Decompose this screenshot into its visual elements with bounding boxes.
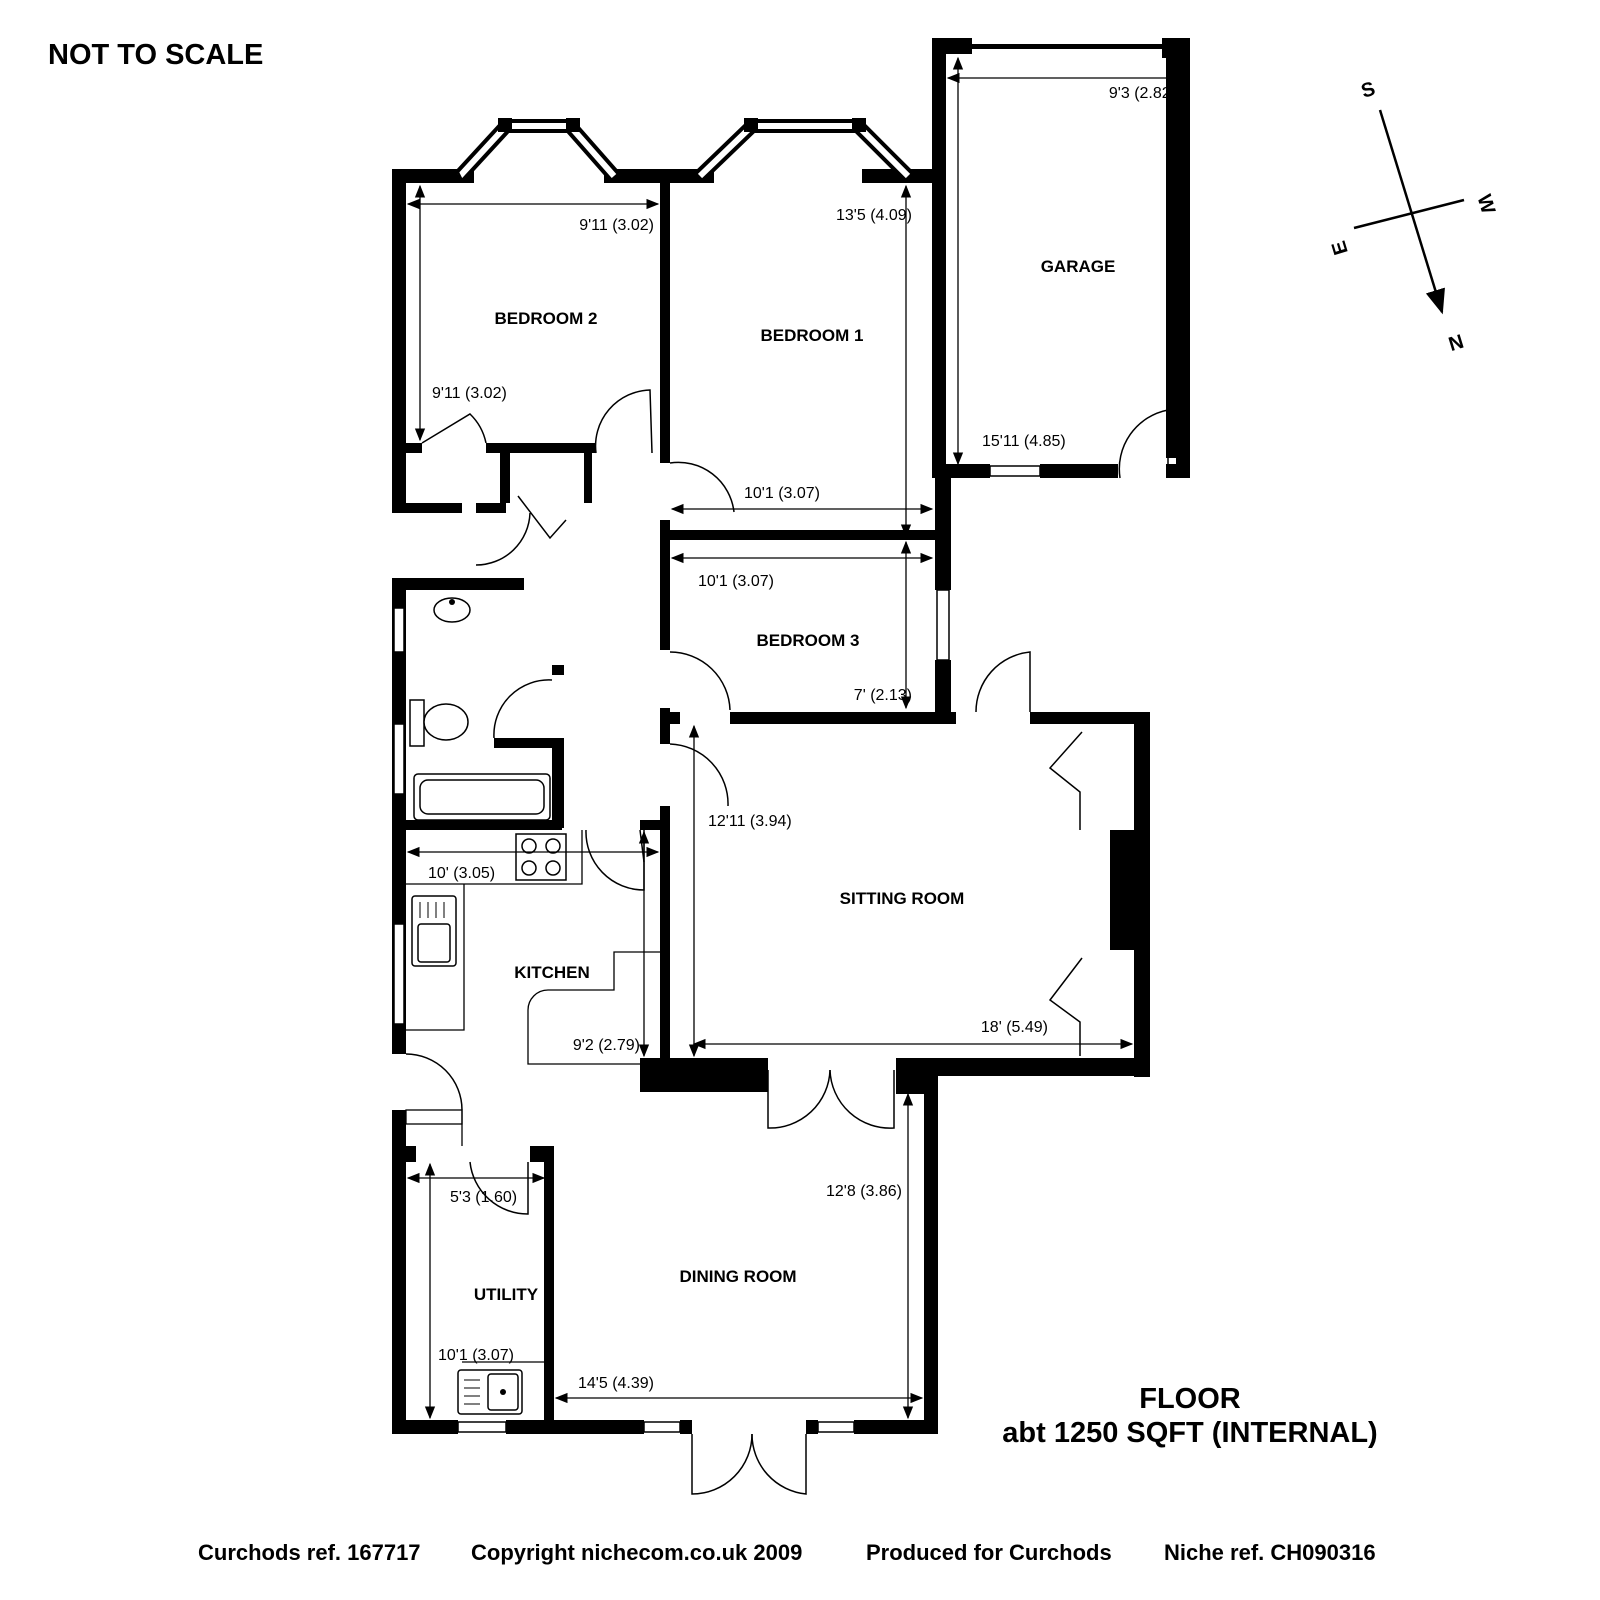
bay-windows: [454, 118, 913, 182]
floor-area: abt 1250 SQFT (INTERNAL): [1002, 1417, 1377, 1449]
room-label-bedroom3: BEDROOM 3: [757, 631, 860, 650]
dimension-labels: 9'3 (2.82) 15'11 (4.85) 9'11 (3.02) 9'11…: [428, 85, 1176, 1392]
dim-dining-width: 14'5 (4.39): [578, 1375, 654, 1392]
compass-e: E: [1328, 238, 1353, 257]
dim-utility-width: 5'3 (1.60): [450, 1189, 517, 1206]
windows: [393, 465, 1041, 1433]
room-label-garage: GARAGE: [1041, 257, 1116, 276]
room-label-bedroom1: BEDROOM 1: [761, 326, 864, 345]
dim-sitting-length: 12'11 (3.94): [708, 813, 792, 830]
compass-s: S: [1359, 78, 1378, 103]
compass-n: N: [1446, 329, 1466, 354]
dim-utility-length: 10'1 (3.07): [438, 1347, 514, 1364]
dim-bed1-length: 13'5 (4.09): [836, 207, 912, 224]
room-label-utility: UTILITY: [474, 1285, 539, 1304]
walls: [392, 38, 1190, 1434]
dimension-lines: [406, 56, 1180, 1420]
room-label-kitchen: KITCHEN: [514, 963, 590, 982]
footer: Curchods ref. 167717 Copyright nichecom.…: [198, 1540, 1376, 1565]
dim-bed2-width: 9'11 (3.02): [579, 217, 654, 234]
dim-garage-length: 15'11 (4.85): [982, 433, 1066, 450]
dim-bed1-width: 10'1 (3.07): [744, 485, 820, 502]
compass-w: W: [1472, 192, 1499, 217]
compass: S W E N: [1328, 78, 1499, 355]
footer-copyright: Copyright nichecom.co.uk 2009: [471, 1540, 802, 1565]
dim-bed2-length: 9'11 (3.02): [432, 385, 507, 402]
footer-produced: Produced for Curchods: [866, 1540, 1112, 1565]
dim-kitchen-length: 9'2 (2.79): [573, 1037, 640, 1054]
dim-sitting-width: 18' (5.49): [981, 1019, 1048, 1036]
dim-bed3-width: 10'1 (3.07): [698, 573, 774, 590]
scale-note: NOT TO SCALE: [48, 39, 263, 71]
footer-niche-ref: Niche ref. CH090316: [1164, 1540, 1376, 1565]
dim-dining-length: 12'8 (3.86): [826, 1183, 902, 1200]
dim-bed3-length: 7' (2.13): [854, 687, 912, 704]
floor-title: FLOOR: [1139, 1383, 1241, 1415]
room-label-bedroom2: BEDROOM 2: [495, 309, 598, 328]
room-labels: GARAGE BEDROOM 2 BEDROOM 1 BEDROOM 3 SIT…: [474, 257, 1115, 1304]
room-label-dining: DINING ROOM: [679, 1267, 796, 1286]
dim-garage-width: 9'3 (2.82): [1109, 85, 1176, 102]
footer-curchods-ref: Curchods ref. 167717: [198, 1540, 421, 1565]
doors: [405, 389, 1169, 1495]
room-label-sitting: SITTING ROOM: [840, 889, 965, 908]
dim-kitchen-width: 10' (3.05): [428, 865, 495, 882]
